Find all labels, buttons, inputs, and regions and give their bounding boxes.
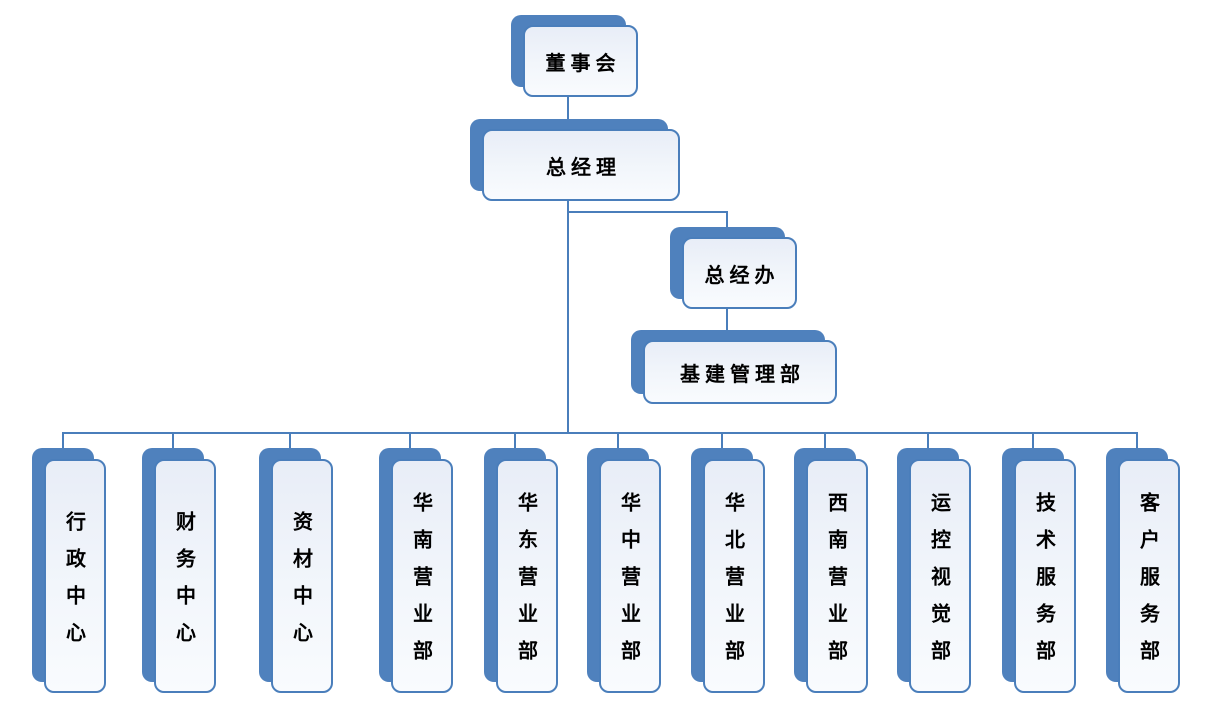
org-node-dept-7: 华北营业部 [691,448,765,693]
node-label: 运控视觉部 [909,459,971,693]
node-label: 客户服务部 [1118,459,1180,693]
org-node-dept-6: 华中营业部 [587,448,661,693]
org-node-dept-11: 客户服务部 [1106,448,1180,693]
org-node-infrastructure: 基建管理部 [631,330,837,404]
node-label: 西南营业部 [806,459,868,693]
node-label: 华东营业部 [496,459,558,693]
node-label: 行政中心 [44,459,106,693]
node-label: 基建管理部 [643,340,837,404]
org-node-dept-8: 西南营业部 [794,448,868,693]
org-node-dept-9: 运控视觉部 [897,448,971,693]
node-label: 华南营业部 [391,459,453,693]
org-node-gm-office: 总经办 [670,227,797,309]
org-node-general-manager: 总经理 [470,119,680,201]
org-node-dept-3: 资材中心 [259,448,333,693]
node-label: 华中营业部 [599,459,661,693]
org-node-board: 董事会 [511,15,638,97]
org-node-dept-5: 华东营业部 [484,448,558,693]
org-node-dept-4: 华南营业部 [379,448,453,693]
node-label: 资材中心 [271,459,333,693]
org-node-dept-2: 财务中心 [142,448,216,693]
connector-departments-rail [62,432,1138,459]
node-label: 总经办 [682,237,797,309]
node-label: 总经理 [482,129,680,201]
org-node-dept-1: 行政中心 [32,448,106,693]
node-label: 华北营业部 [703,459,765,693]
node-label: 技术服务部 [1014,459,1076,693]
org-node-dept-10: 技术服务部 [1002,448,1076,693]
node-label: 财务中心 [154,459,216,693]
node-label: 董事会 [523,25,638,97]
